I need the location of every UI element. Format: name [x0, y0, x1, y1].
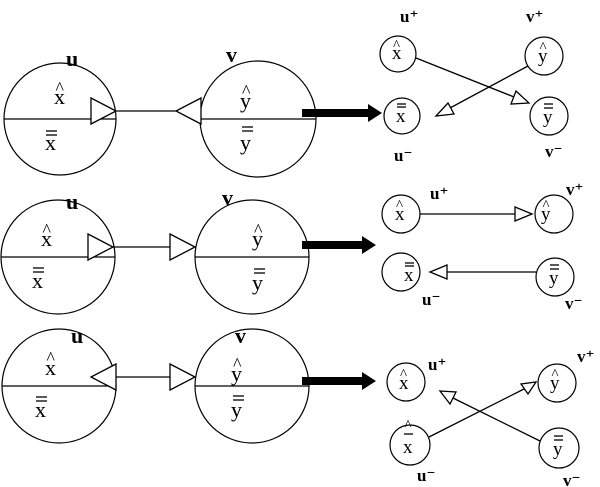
node-v-plus-var: y	[541, 204, 551, 225]
arrowhead	[438, 390, 458, 406]
node-u-minus-var: x	[396, 106, 406, 127]
node-u-plus	[379, 35, 417, 73]
row-3-left: u v x ^ x y ^ y	[1, 323, 310, 444]
row-1-right: u⁺ v⁺ u⁻ v⁻ x ^ y ^ x y	[379, 7, 569, 165]
transform-arrow	[302, 236, 376, 254]
v-bottom-var: y	[231, 397, 242, 422]
v-top-var: y	[240, 88, 251, 113]
edge-u-plus-to-v-minus	[415, 57, 515, 98]
node-u-plus-var: x	[392, 43, 402, 64]
arrowhead	[428, 264, 448, 280]
v-bottom-var: y	[240, 130, 251, 155]
arrowhead-v-out	[174, 96, 202, 126]
arrowhead	[514, 206, 534, 222]
v-plus-label: v⁺	[577, 347, 594, 366]
node-v-minus-var: y	[549, 268, 559, 289]
u-plus-label: u⁺	[428, 355, 446, 374]
u-plus-label: u⁺	[430, 184, 448, 203]
hat-mark: ^	[242, 81, 251, 101]
hat-mark: ^	[233, 354, 242, 374]
arrowhead	[510, 89, 531, 105]
hat-mark: ^	[552, 367, 559, 383]
node-v-plus	[537, 363, 577, 403]
arrowhead	[169, 362, 197, 392]
transform-arrow	[302, 104, 382, 122]
node-u-minus	[389, 424, 431, 466]
row-2-right: u⁺ v⁺ u⁻ v⁻ x ^ y ^ x y	[381, 180, 583, 313]
hat-mark: ^	[396, 198, 403, 214]
u-bottom-var: x	[32, 268, 43, 293]
node-v-minus	[529, 96, 569, 136]
row-1: u v x ^ x y ^ y u⁺ v⁺ u⁻ v⁻	[3, 7, 569, 178]
v-top-var: y	[252, 226, 263, 251]
node-v-minus	[538, 427, 580, 469]
node-u-minus	[383, 97, 421, 135]
u-plus-label: u⁺	[400, 7, 418, 26]
node-v-plus-var: y	[550, 373, 560, 394]
u-label: u	[71, 323, 83, 348]
arrowhead	[519, 381, 538, 396]
u-minus-label: u⁻	[422, 290, 440, 309]
v-minus-label: v⁻	[563, 471, 580, 487]
u-bottom-var: x	[35, 397, 46, 422]
row-1-left: u v x ^ x y ^ y	[3, 42, 317, 178]
hat-mark: ^	[393, 38, 400, 54]
arrowhead-u-out	[90, 96, 118, 126]
u-top-var: x	[54, 84, 65, 109]
u-minus-label: u⁻	[394, 146, 412, 165]
hat-mark: ^	[47, 348, 56, 368]
node-u-minus-var: x	[404, 265, 414, 286]
hat-mark: ^	[400, 367, 407, 383]
u-top-var: x	[41, 226, 52, 251]
edge-u-minus-to-v-plus	[428, 388, 525, 438]
u-label: u	[66, 46, 78, 71]
v-label: v	[226, 42, 237, 67]
u-bottom-var: x	[45, 130, 56, 155]
arrowhead	[434, 101, 456, 117]
v-label: v	[222, 185, 233, 210]
u-top-var: x	[45, 355, 56, 380]
node-v-minus-var: y	[553, 439, 563, 460]
v-minus-label: v⁻	[545, 142, 562, 161]
v-bottom-var: y	[252, 270, 263, 295]
node-u-plus-var: x	[395, 204, 405, 225]
v-plus-label: v⁺	[526, 7, 543, 26]
v-top-var: y	[231, 361, 242, 386]
node-v-plus-var: y	[538, 46, 548, 67]
node-v-plus	[534, 194, 574, 234]
v-minus-label: v⁻	[565, 294, 582, 313]
hat-mark: ^	[43, 220, 52, 240]
row-2: u v x ^ x y ^ y u⁺ v⁺ u⁻ v⁻	[0, 180, 583, 315]
hat-mark: ^	[540, 40, 547, 56]
hat-mark: ^	[543, 198, 550, 214]
v-label: v	[235, 323, 246, 348]
node-u-plus	[386, 362, 426, 402]
node-v-plus	[524, 36, 564, 76]
node-v-minus	[535, 257, 575, 297]
node-u-plus-var: x	[399, 373, 409, 394]
node-u-minus-var: x	[403, 437, 413, 458]
row-2-left: u v x ^ x y ^ y	[0, 185, 310, 315]
hat-mark: ^	[405, 418, 412, 434]
row-3: u v x ^ x y ^ y u⁺ v⁺ u⁻ v⁻	[1, 323, 594, 487]
row-3-right: u⁺ v⁺ u⁻ v⁻ x ^ y ^ x ^ y	[386, 347, 594, 487]
arrowhead	[89, 362, 117, 392]
node-v-minus-var: y	[543, 107, 553, 128]
u-minus-label: u⁻	[417, 466, 435, 485]
arrowhead	[87, 232, 115, 262]
hat-mark: ^	[56, 78, 65, 98]
arrowhead	[169, 232, 197, 262]
edge-v-minus-to-u-plus	[452, 397, 541, 442]
edge-v-plus-to-u-minus	[449, 65, 529, 109]
node-u-minus	[381, 252, 421, 292]
v-plus-label: v⁺	[566, 180, 583, 199]
transform-arrow	[302, 372, 376, 390]
hat-mark: ^	[254, 220, 263, 240]
